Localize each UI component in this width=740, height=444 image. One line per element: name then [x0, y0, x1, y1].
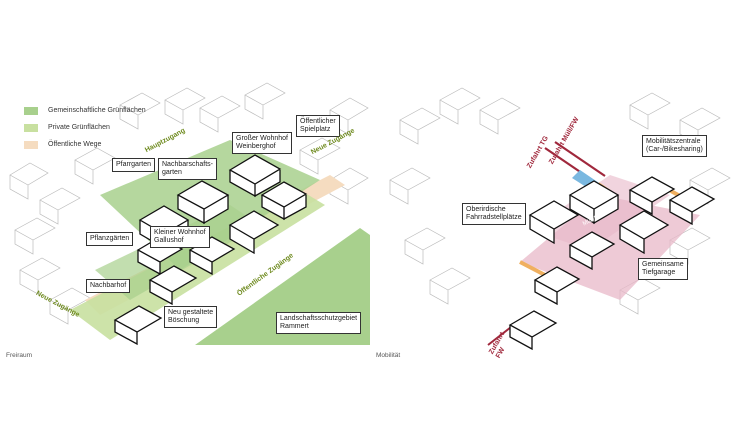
legend-item: Öffentliche Wege	[24, 138, 146, 151]
swatch-private-green	[24, 124, 38, 132]
label-nachbarhof: Nachbarhof	[86, 279, 130, 293]
label-nachbarschaftsgarten: Nachbarschafts-garten	[158, 158, 217, 180]
legend-label: Öffentliche Wege	[48, 141, 101, 148]
legend: Gemeinschaftliche Grünflächen Private Gr…	[24, 104, 146, 155]
freiraum-panel: Gemeinschaftliche Grünflächen Private Gr…	[0, 0, 370, 444]
caption-mobilitaet: Mobilität	[376, 352, 400, 359]
freiraum-diagram	[0, 0, 370, 444]
legend-item: Private Grünflächen	[24, 121, 146, 134]
caption-freiraum: Freiraum	[6, 352, 32, 359]
legend-label: Gemeinschaftliche Grünflächen	[48, 107, 146, 114]
swatch-community-green	[24, 107, 38, 115]
legend-item: Gemeinschaftliche Grünflächen	[24, 104, 146, 117]
mobilitaet-diagram	[370, 0, 740, 444]
label-pfarrgarten: Pfarrgarten	[112, 158, 155, 172]
swatch-public-paths	[24, 141, 38, 149]
label-mobilitaetszentrale: Mobilitätszentrale(Car-/Bikesharing)	[642, 135, 707, 157]
legend-label: Private Grünflächen	[48, 124, 110, 131]
label-pflanzgaerten: Pflanzgärten	[86, 232, 133, 246]
mobilitaet-panel: Mobilitätszentrale(Car-/Bikesharing) Obe…	[370, 0, 740, 444]
